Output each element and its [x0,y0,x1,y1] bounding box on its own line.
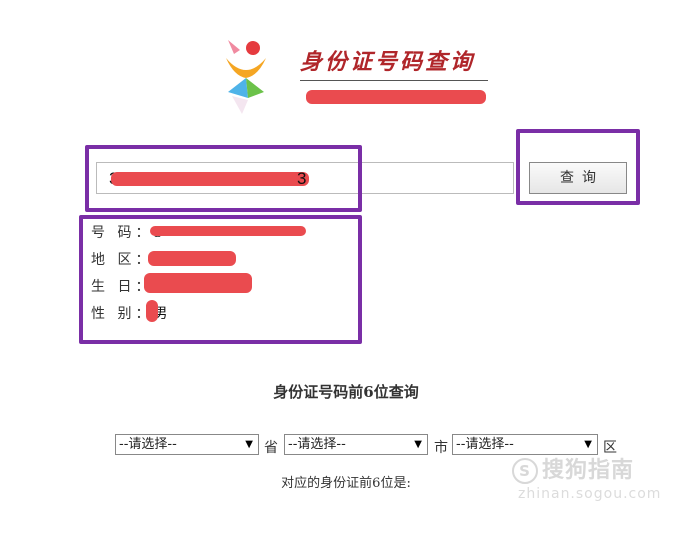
redaction-mark [148,251,236,266]
dropdown-arrow-icon: ▼ [245,439,253,450]
province-select[interactable]: --请选择-- ▼ [115,434,259,455]
region-label: 地 区： [91,252,154,268]
dropdown-arrow-icon: ▼ [414,439,422,450]
redaction-mark [150,226,306,236]
watermark-url: zhinan.sogou.com [518,486,662,502]
birthday-label: 生 日： [91,279,154,295]
district-select[interactable]: --请选择-- ▼ [452,434,598,455]
redaction-mark [144,273,252,293]
province-unit: 省 [264,440,278,456]
prefix-lookup-title: 身份证号码前6位查询 [273,383,419,401]
number-label: 号 码： [91,225,154,241]
site-logo [218,36,274,120]
province-select-value: --请选择-- [119,437,177,452]
sogou-logo-icon: S [512,458,538,484]
prefix-result-note: 对应的身份证前6位是: [281,476,411,491]
district-select-value: --请选择-- [456,437,514,452]
gender-label: 性 别： [91,306,154,322]
brand-underline [300,80,488,81]
city-select-value: --请选择-- [288,437,346,452]
city-unit: 市 [434,440,448,456]
result-row-birthday: 生 日： [91,276,153,296]
query-button[interactable]: 查询 [529,162,627,194]
highlight-button-box [516,129,640,205]
redaction-mark [306,90,486,104]
person-logo-icon [226,40,266,114]
district-unit: 区 [603,440,617,456]
dropdown-arrow-icon: ▼ [584,439,592,450]
highlight-result-box [79,215,362,344]
id-number-input[interactable]: 3 3 [96,162,514,194]
watermark-text: 搜狗指南 [542,458,635,483]
brand-title: 身份证号码查询 [300,49,476,75]
city-select[interactable]: --请选择-- ▼ [284,434,428,455]
highlight-input-box [85,145,362,212]
input-value-suffix: 3 [297,169,307,188]
redaction-mark [111,172,309,186]
redaction-mark [146,300,158,322]
